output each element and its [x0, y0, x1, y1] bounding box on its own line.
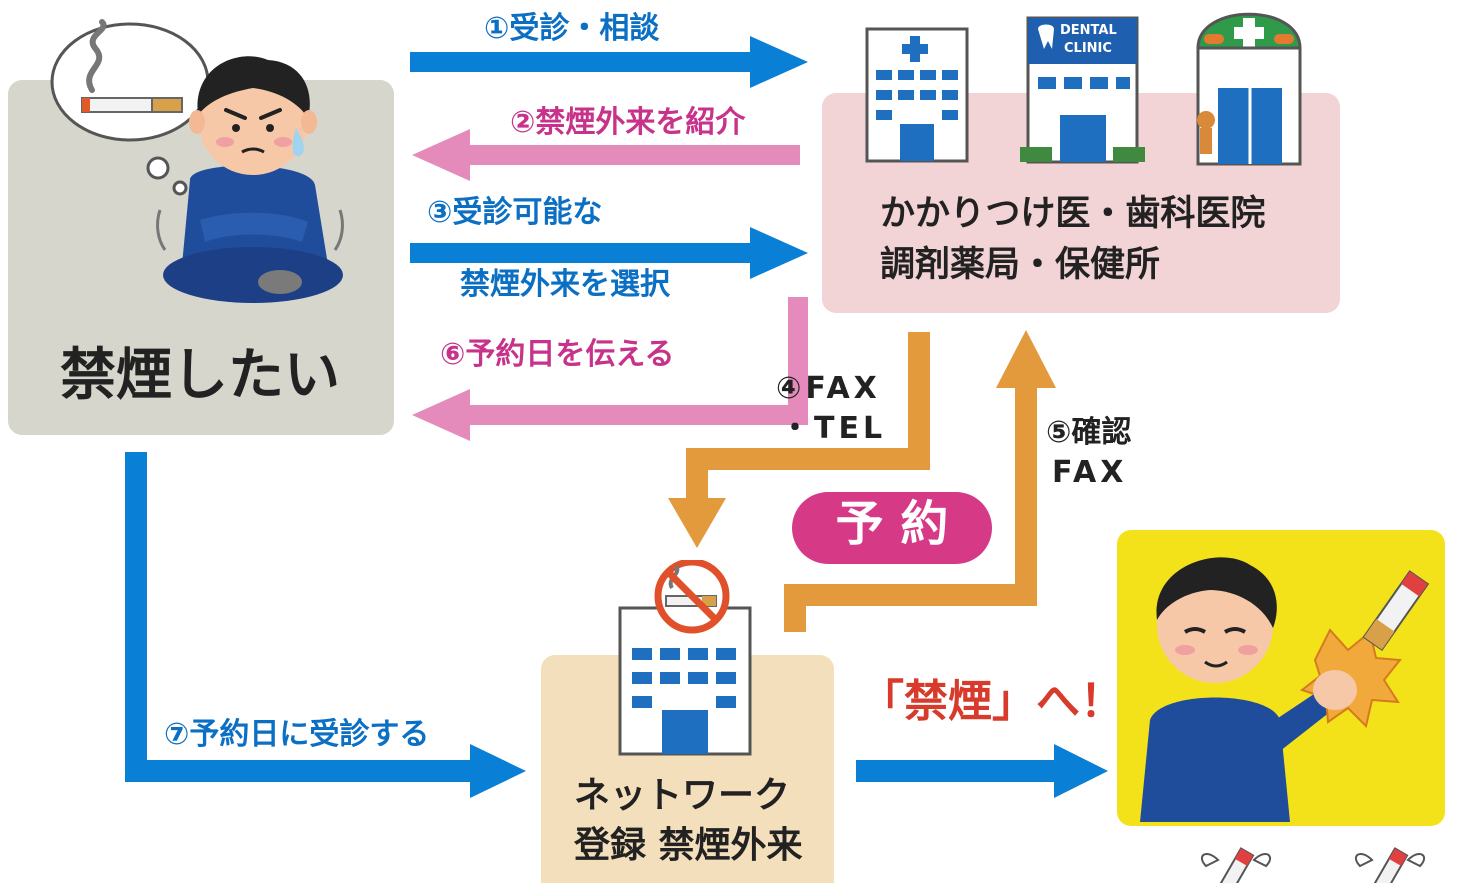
step7-label: ⑦予約日に受診する	[164, 717, 430, 752]
step3-label-line2: 禁煙外来を選択	[460, 267, 670, 302]
smoker-label: 禁煙したい	[60, 343, 340, 408]
step5-label-line2: FAX	[1052, 455, 1128, 490]
network-label-line2: 登録 禁煙外来	[574, 825, 803, 866]
arrow-step4	[668, 332, 930, 548]
step1-label: ①受診・相談	[484, 11, 660, 46]
arrow-step6	[412, 297, 808, 441]
dental-sign-line2: CLINIC	[1064, 41, 1112, 56]
arrow-step1	[410, 36, 808, 88]
dental-clinic-building-icon	[1020, 16, 1145, 164]
arrow-step7	[125, 452, 526, 798]
no-smoking-hospital-icon	[618, 560, 752, 756]
arrow-step5	[784, 330, 1056, 632]
winged-cigarette-icon	[1354, 847, 1426, 883]
winged-cigarette-icon	[1200, 847, 1272, 883]
step4-label-line1: ④FAX	[776, 371, 881, 406]
clinic-label-line1: かかりつけ医・歯科医院	[880, 194, 1266, 234]
clinic-label-line2: 調剤薬局・保健所	[880, 245, 1161, 285]
arrow-step2	[412, 129, 800, 181]
goal-label: 「禁煙」へ！	[860, 676, 1124, 727]
hospital-building-icon	[865, 27, 969, 163]
arrow-step3	[410, 227, 808, 279]
man-rejecting-cigarette-icon	[1140, 557, 1430, 822]
step5-label-line1: ⑤確認	[1046, 415, 1132, 450]
arrow-to-goal	[856, 744, 1108, 798]
step3-label-line1: ③受診可能な	[427, 195, 603, 230]
network-label-line1: ネットワーク	[574, 775, 791, 816]
step2-label: ②禁煙外来を紹介	[510, 105, 746, 140]
dental-sign-line1: DENTAL	[1060, 23, 1117, 38]
reservation-label: 予 約	[835, 496, 949, 552]
worried-man-wanting-cigarette-icon	[50, 19, 344, 303]
step4-label-line2: ・TEL	[780, 411, 887, 446]
pharmacy-building-icon	[1196, 12, 1302, 166]
reservation-badge	[792, 492, 992, 564]
step6-label: ⑥予約日を伝える	[440, 337, 675, 372]
